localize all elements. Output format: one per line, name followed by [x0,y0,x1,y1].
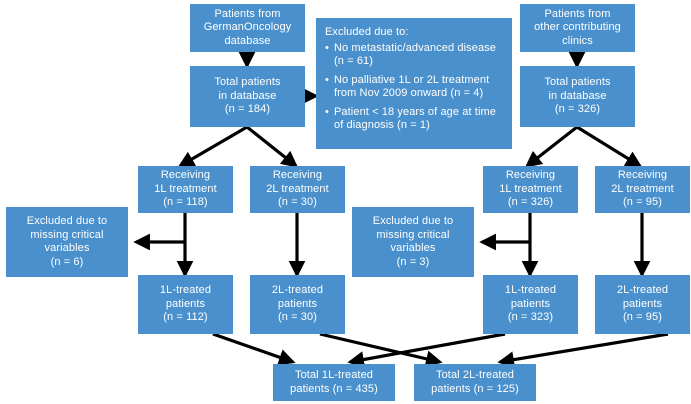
node-excluded-missing-right: Excluded due to missing critical variabl… [352,207,474,277]
node-total-patients-german: Total patients in database (n = 184) [190,66,305,127]
node-receiving-1l-right: Receiving 1L treatment (n = 326) [483,166,578,213]
node-receiving-2l-left: Receiving 2L treatment (n = 30) [250,166,345,213]
node-receiving-2l-right: Receiving 2L treatment (n = 95) [595,166,690,213]
arrow-treated-2l-left-to-total-2l [319,332,443,367]
arrow-other-to-receiving-1l [524,125,578,168]
node-total-patients-other: Total patients in database (n = 326) [520,66,635,127]
node-patients-from-germanoncology: Patients from GermanOncology database [190,4,305,52]
node-excluded-main: Excluded due to: No metastatic/advanced … [316,18,512,149]
arrow-treated-1l-right-to-total-1l [347,332,506,368]
excluded-main-item-1: No metastatic/advanced disease (n = 61) [325,42,503,69]
excluded-main-title: Excluded due to: [325,26,409,38]
arrow-german-to-receiving-2l [246,125,299,168]
node-total-2l-treated: Total 2L-treated patients (n = 125) [414,364,536,401]
excluded-main-item-3: Patient < 18 years of age at time of dia… [325,106,503,133]
node-patients-from-other-clinics: Patients from other contributing clinics [520,4,635,52]
arrow-other-to-receiving-2l [576,125,643,168]
node-excluded-missing-left: Excluded due to missing critical variabl… [6,207,128,277]
arrow-treated-1l-left-to-total-1l [212,332,296,366]
node-treated-2l-right: 2L-treated patients (n = 95) [595,275,690,334]
node-treated-1l-right: 1L-treated patients (n = 323) [483,275,578,334]
node-treated-2l-left: 2L-treated patients (n = 30) [250,275,345,334]
arrow-treated-2l-right-to-total-2l [497,332,669,368]
excluded-main-item-2: No palliative 1L or 2L treatment from No… [325,74,503,101]
node-receiving-1l-left: Receiving 1L treatment (n = 118) [138,166,233,213]
arrow-german-to-receiving-1l [177,125,248,168]
node-total-1l-treated: Total 1L-treated patients (n = 435) [273,364,395,401]
node-treated-1l-left: 1L-treated patients (n = 112) [138,275,233,334]
